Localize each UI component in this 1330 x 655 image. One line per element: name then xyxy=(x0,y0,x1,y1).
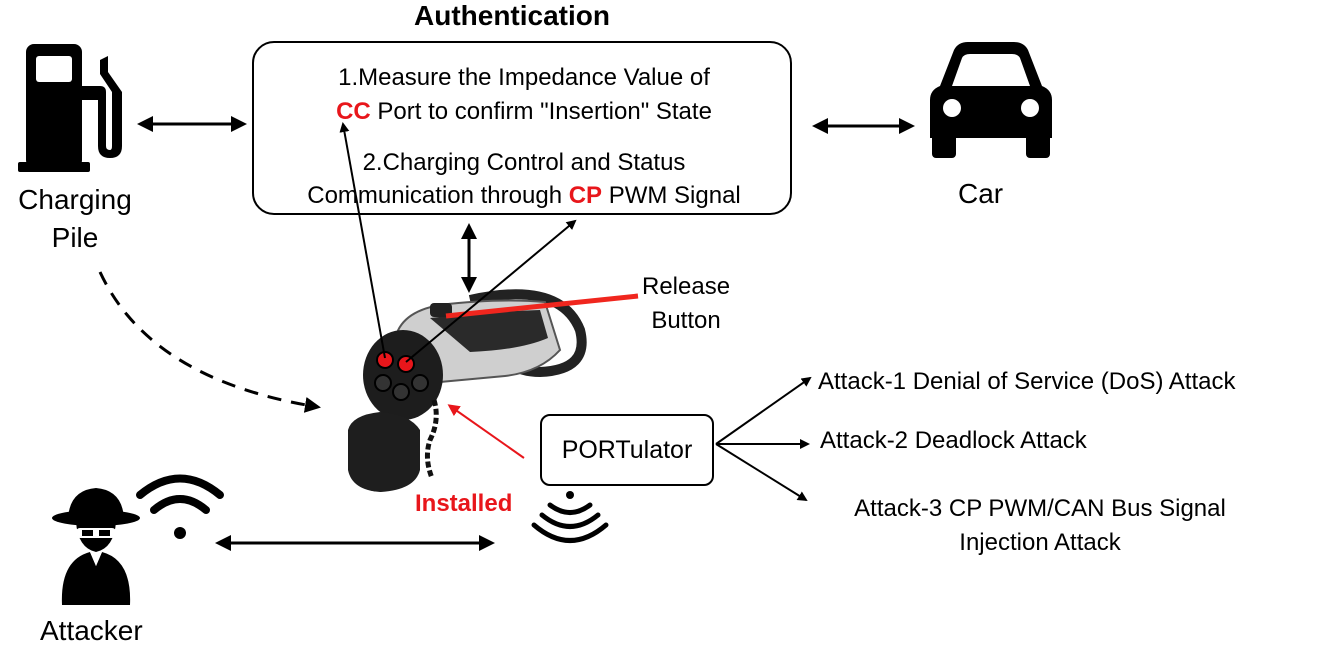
cp-pin-arrow xyxy=(405,219,577,363)
charging-plug-illustration xyxy=(348,289,587,492)
attack-1-label: Attack-1 Denial of Service (DoS) Attack xyxy=(818,368,1236,395)
diagram-title: Authentication xyxy=(414,0,610,31)
wireless-signal-icon xyxy=(531,491,609,543)
cc-label: CC xyxy=(336,98,371,125)
pile-plug-dashed-arrow xyxy=(98,271,321,413)
car-icon xyxy=(930,42,1052,158)
step2-line2-pre: Communication through xyxy=(307,182,569,209)
installed-arrow xyxy=(447,404,525,459)
charging-pile-label-1: Charging xyxy=(18,184,132,215)
attack-3-line2: Injection Attack xyxy=(959,529,1121,556)
release-line1: Release xyxy=(642,273,731,300)
cp-label: CP xyxy=(568,182,603,209)
car-label: Car xyxy=(958,178,1004,209)
step2-line1: 2.Charging Control and Status xyxy=(362,149,686,176)
charging-pile-label-2: Pile xyxy=(51,222,99,253)
authentication-box: 1.Measure the Impedance Value of CC Port… xyxy=(252,41,792,215)
portulator-box: PORTulator xyxy=(540,414,714,486)
attacker-label: Attacker xyxy=(40,615,143,646)
step1-line1: 1.Measure the Impedance Value of xyxy=(338,64,710,91)
fuel-pump-icon xyxy=(18,44,122,172)
attack-2-label: Attack-2 Deadlock Attack xyxy=(820,427,1087,454)
release-line2: Button xyxy=(651,307,721,334)
release-button-label: Release Button xyxy=(642,270,730,338)
attack-1-arrow xyxy=(715,376,812,445)
installed-label: Installed xyxy=(415,490,513,517)
release-button-pointer xyxy=(445,293,639,319)
cc-pin-arrow xyxy=(339,122,386,359)
step2-line2-post: PWM Signal xyxy=(602,182,741,209)
attack-3-line1: Attack-3 CP PWM/CAN Bus Signal xyxy=(854,495,1226,522)
attacker-spy-icon xyxy=(52,488,140,605)
attack-3-label: Attack-3 CP PWM/CAN Bus Signal Injection… xyxy=(810,492,1270,560)
portulator-label: PORTulator xyxy=(561,435,693,464)
attack-3-arrow xyxy=(715,443,808,502)
step1-line2: Port to confirm "Insertion" State xyxy=(370,98,712,125)
wifi-icon xyxy=(136,474,224,539)
